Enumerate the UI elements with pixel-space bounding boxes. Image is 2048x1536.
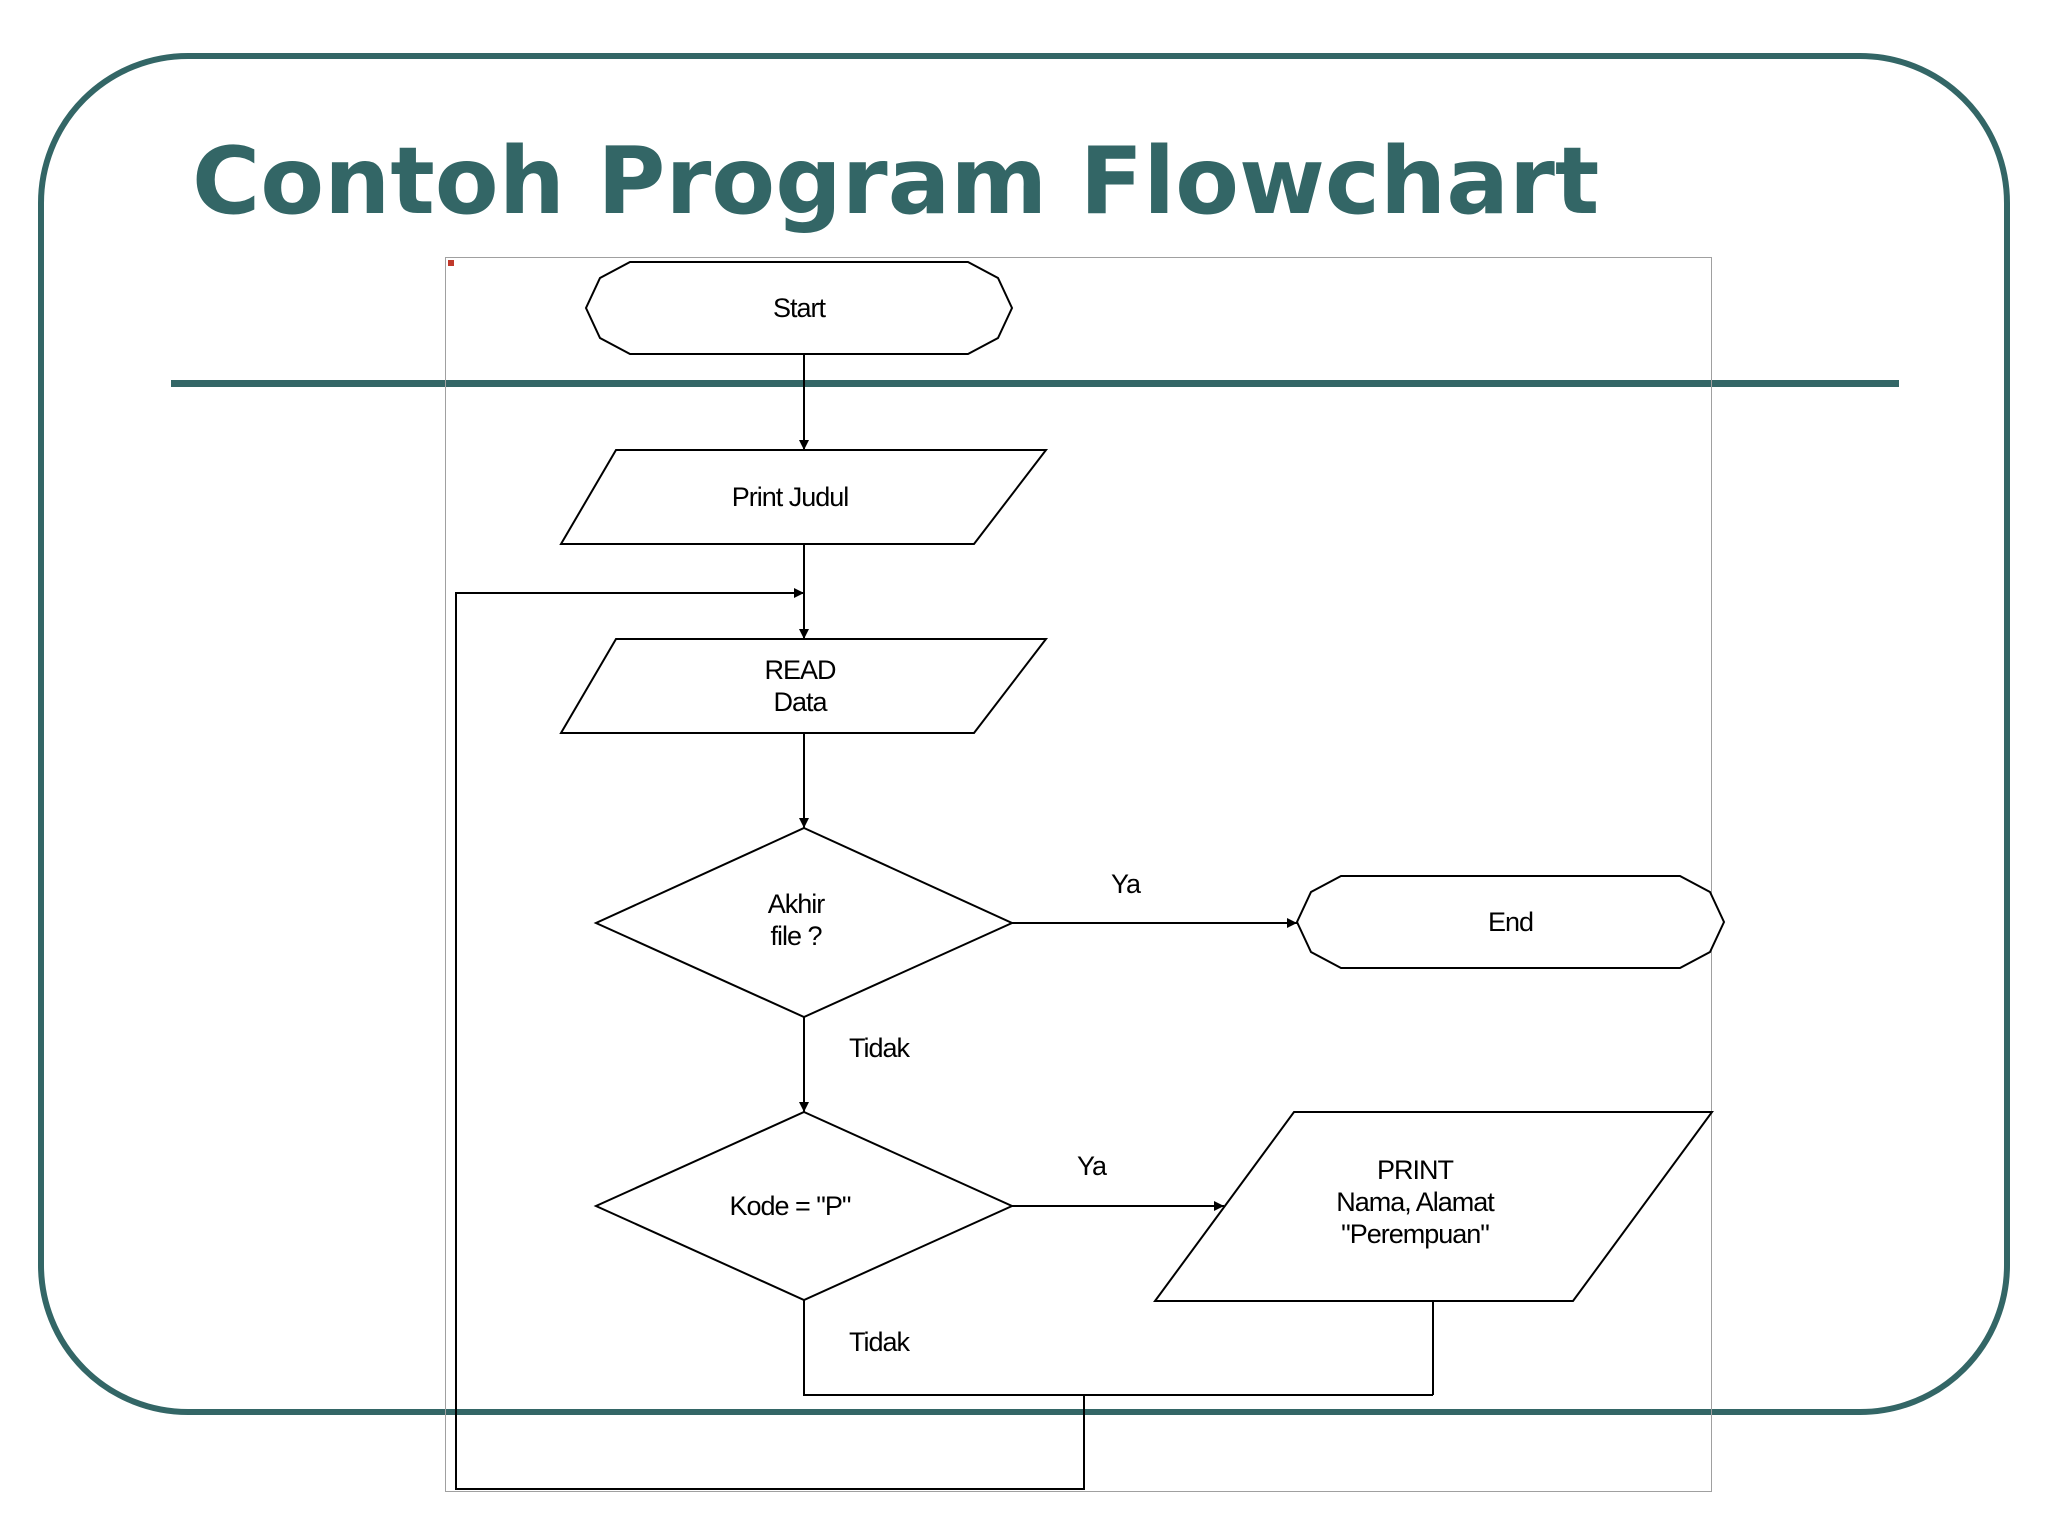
print-judul-parallelogram	[559, 449, 1049, 545]
slide-title: Contoh Program Flowchart	[192, 127, 1600, 235]
akhir-file-label: Akhir file ?	[767, 889, 826, 951]
read-data-parallelogram	[559, 638, 1049, 734]
start-label: Start	[772, 293, 826, 323]
flowchart-panel	[445, 257, 1712, 1492]
connector-kode-merge	[803, 1300, 1433, 1396]
slide-frame	[38, 53, 2010, 1415]
edge-label-kode-ya: Ya	[1077, 1151, 1107, 1181]
image-placeholder-icon	[448, 260, 454, 266]
edge-label-akhir-tidak: Tidak	[849, 1033, 910, 1063]
print-output-label: PRINT Nama, Alamat "Perempuan"	[1336, 1155, 1495, 1249]
end-terminator	[1295, 875, 1726, 969]
print-output-parallelogram	[1153, 1111, 1714, 1302]
edge-label-akhir-ya: Ya	[1111, 869, 1141, 899]
title-divider	[171, 380, 1899, 387]
loop-back-connector	[455, 588, 1085, 1490]
start-terminator	[584, 261, 1014, 355]
read-data-label: READ Data	[764, 655, 836, 717]
edge-label-kode-tidak: Tidak	[849, 1327, 910, 1357]
kode-p-label: Kode = "P"	[729, 1191, 851, 1221]
end-label: End	[1487, 907, 1534, 937]
print-judul-label: Print Judul	[731, 482, 850, 512]
